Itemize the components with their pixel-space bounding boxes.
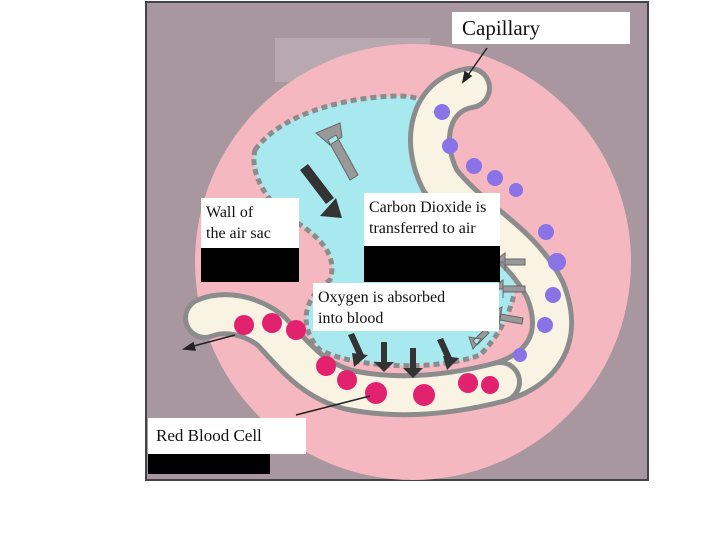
co2-arrow — [315, 122, 359, 181]
co2-transfer-label: Carbon Dioxide is transferred to air — [364, 193, 500, 246]
blood-cell-oxygenated — [413, 384, 435, 406]
blood-cell-oxygenated — [337, 370, 357, 390]
blood-cell-deoxygenated — [466, 158, 482, 174]
blood-cell-deoxygenated — [537, 317, 553, 333]
blood-cell-deoxygenated — [545, 287, 561, 303]
o2-arrow — [403, 348, 423, 378]
red-blood-cell-label: Red Blood Cell — [148, 418, 306, 454]
blood-cell-deoxygenated — [434, 104, 450, 120]
oxygen-label-line-1: Oxygen is absorbed — [318, 289, 446, 306]
blood-cell-oxygenated — [365, 382, 387, 404]
capillary-label: Capillary — [452, 12, 630, 44]
wall-label-line-1: Wall of — [206, 204, 254, 221]
redacted-box-wall — [201, 248, 299, 282]
wall-label-line-2: the air sac — [206, 225, 271, 242]
blood-cell-deoxygenated — [548, 253, 566, 271]
o2-arrow — [300, 164, 342, 218]
co2-label-line-2: transferred to air — [369, 220, 476, 237]
rbc-label-text: Red Blood Cell — [156, 426, 262, 445]
blood-cell-oxygenated — [262, 313, 282, 333]
oxygenated-cells — [234, 313, 499, 406]
bloodflow-pointer — [189, 334, 236, 348]
rbc-pointer — [295, 395, 371, 416]
blood-cell-deoxygenated — [487, 170, 503, 186]
capillary-pointer — [465, 47, 488, 79]
redacted-box-co2 — [364, 246, 500, 282]
pointer-lines — [181, 47, 488, 416]
blood-cell-deoxygenated — [509, 183, 523, 197]
bloodflow-pointer-head — [181, 341, 197, 351]
deoxygenated-cells — [434, 104, 566, 362]
blood-cell-oxygenated — [316, 356, 336, 376]
wall-of-air-sac-label: Wall of the air sac — [201, 198, 299, 248]
blood-cell-oxygenated — [481, 376, 499, 394]
capillary-label-text: Capillary — [462, 16, 541, 40]
o2-arrow — [348, 333, 368, 367]
blood-cell-oxygenated — [458, 373, 478, 393]
o2-arrow — [374, 342, 394, 372]
blood-cell-deoxygenated — [442, 138, 458, 154]
co2-arrows — [315, 122, 526, 351]
o2-arrow — [437, 338, 459, 370]
oxygen-absorb-label: Oxygen is absorbed into blood — [313, 283, 499, 331]
capillary-pointer-head — [461, 70, 473, 84]
blood-cell-deoxygenated — [513, 348, 527, 362]
blood-cell-oxygenated — [234, 315, 254, 335]
oxygen-label-line-2: into blood — [318, 310, 384, 327]
co2-label-line-1: Carbon Dioxide is — [369, 199, 487, 216]
blood-cell-oxygenated — [286, 320, 306, 340]
blood-cell-deoxygenated — [538, 224, 554, 240]
o2-arrows — [300, 164, 459, 378]
